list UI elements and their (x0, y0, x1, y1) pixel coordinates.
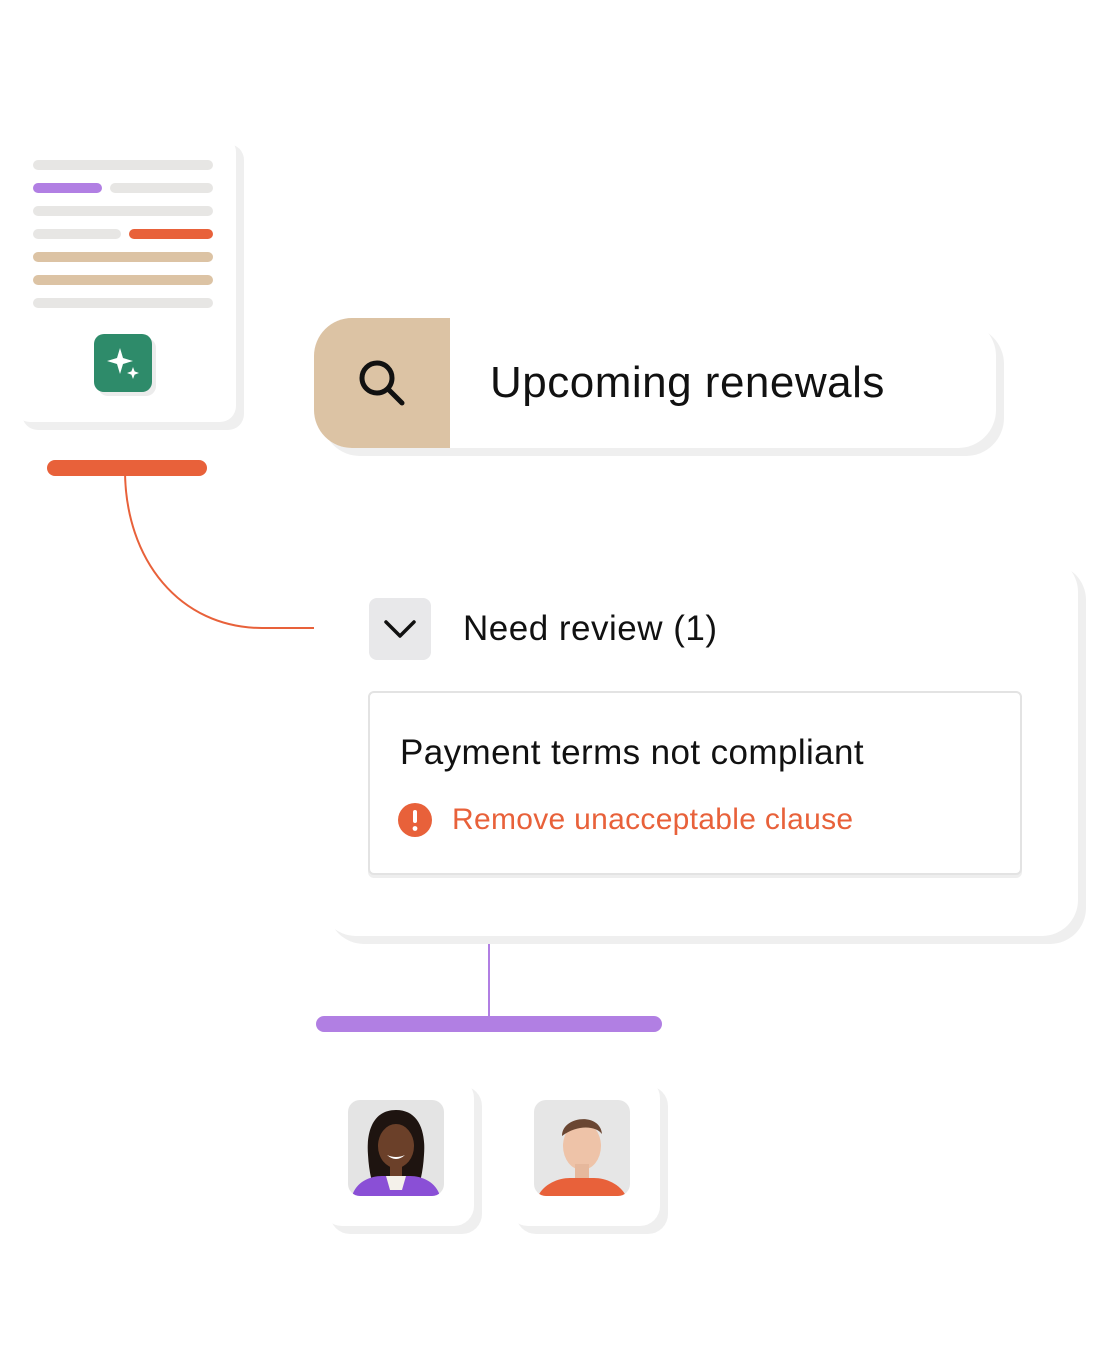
chevron-down-icon (384, 620, 416, 638)
doc-line (33, 298, 213, 308)
avatar[interactable] (534, 1100, 630, 1196)
search-bar[interactable]: Upcoming renewals (314, 318, 996, 448)
assignee-card[interactable] (322, 1078, 474, 1226)
document-card[interactable] (14, 136, 236, 422)
document-status-bar (47, 460, 207, 476)
issue-action-link[interactable]: Remove unacceptable clause (398, 803, 853, 837)
avatar-man (534, 1100, 630, 1196)
doc-line (33, 206, 213, 216)
doc-line-highlight-tan (33, 252, 213, 262)
avatar[interactable] (348, 1100, 444, 1196)
issue-action-label: Remove unacceptable clause (452, 803, 854, 836)
doc-line (33, 229, 121, 239)
collapse-toggle-button[interactable] (369, 598, 431, 660)
doc-line (33, 160, 213, 170)
doc-line-highlight-tan (33, 275, 213, 285)
avatar-woman (348, 1100, 444, 1196)
sparkle-icon (107, 348, 139, 379)
search-icon (359, 360, 405, 406)
search-query[interactable]: Upcoming renewals (490, 358, 885, 407)
review-panel: Need review (1) Payment terms not compli… (320, 556, 1078, 936)
assignee-card[interactable] (508, 1078, 660, 1226)
assignees-bar (316, 1016, 662, 1032)
doc-line (110, 183, 213, 193)
review-section-title: Need review (1) (463, 609, 718, 648)
doc-to-review-connector (124, 469, 314, 629)
issue-card[interactable]: Payment terms not compliant Remove unacc… (368, 691, 1022, 875)
doc-line-highlight-orange (129, 229, 213, 239)
search-button[interactable] (314, 318, 450, 448)
alert-icon (398, 803, 432, 837)
doc-line-highlight-purple (33, 183, 102, 193)
issue-title: Payment terms not compliant (400, 733, 865, 772)
ai-badge[interactable] (94, 334, 152, 392)
